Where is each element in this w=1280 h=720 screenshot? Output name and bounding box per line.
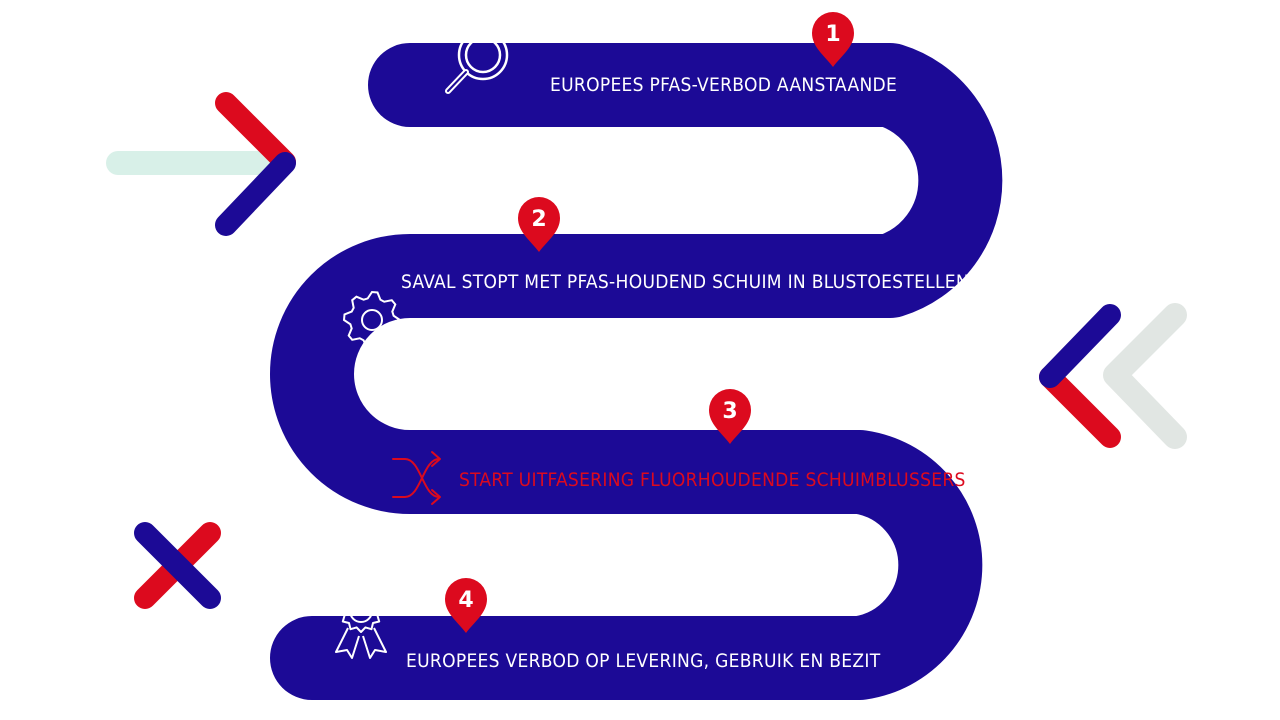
step-3-number: 3 <box>722 399 737 424</box>
step-4-pin-marker: 4 <box>445 578 487 633</box>
step-2-number: 2 <box>531 207 546 232</box>
step-4-label: EUROPEES VERBOD OP LEVERING, GEBRUIK EN … <box>406 650 881 672</box>
step-2-label: SAVAL STOPT MET PFAS-HOUDEND SCHUIM IN B… <box>401 271 969 293</box>
step-3-pin-marker: 3 <box>709 389 751 444</box>
step-1-pin-marker: 1 <box>812 12 854 67</box>
step-4-number: 4 <box>458 588 473 613</box>
winding-road <box>270 43 1003 700</box>
step-3-label: START UITFASERING FLUORHOUDENDE SCHUIMBL… <box>459 469 966 491</box>
award-badge-icon <box>335 589 387 659</box>
step-2-pin-marker: 2 <box>518 197 560 252</box>
shuffle-arrows-icon <box>392 451 441 505</box>
magnifier-icon <box>445 29 509 94</box>
right-arrow-icon <box>106 92 296 236</box>
double-left-chevron-icon <box>1039 303 1187 449</box>
step-1-number: 1 <box>825 22 840 47</box>
gear-icon <box>342 290 402 350</box>
cross-icon <box>134 522 221 609</box>
step-1-label: EUROPEES PFAS-VERBOD AANSTAANDE <box>550 74 897 96</box>
